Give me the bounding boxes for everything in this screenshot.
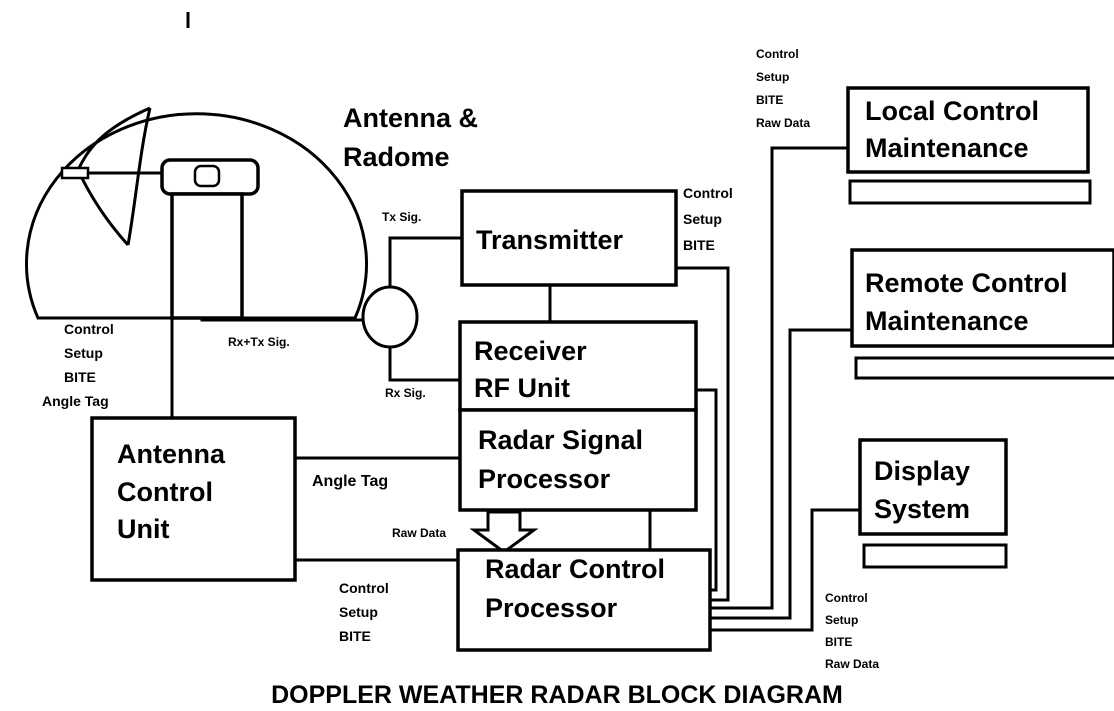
tx-line	[388, 236, 462, 288]
acu-label-2: Control	[117, 477, 213, 507]
antenna-radome	[25, 12, 368, 320]
local-ctrl-4: Raw Data	[756, 116, 810, 130]
tx-ctrl-1: Control	[683, 185, 733, 201]
remote-control-bar	[854, 356, 1114, 380]
rx-tx-line	[200, 318, 362, 322]
receiver-box	[458, 320, 698, 412]
receiver-label-1: Receiver	[474, 336, 587, 366]
local-control-bar	[848, 179, 1092, 205]
display-ctrl-3: BITE	[825, 635, 852, 649]
signal-processor-box	[458, 408, 698, 512]
local-ctrl-1: Control	[756, 47, 799, 61]
acu-label-1: Antenna	[117, 439, 226, 469]
local-ctrl-3: BITE	[756, 93, 783, 107]
tx-ctrl-3: BITE	[683, 237, 715, 253]
circulator-icon	[361, 285, 419, 349]
display-box	[858, 438, 1008, 536]
feed-horn-icon	[60, 166, 90, 180]
acu-label-3: Unit	[117, 514, 169, 544]
antenna-label-2: Radome	[343, 142, 450, 172]
local-ctrl-2: Setup	[756, 70, 789, 84]
rsp-label-2: Processor	[478, 464, 611, 494]
antenna-label-1: Antenna &	[343, 103, 478, 133]
rsp-label-1: Radar Signal	[478, 425, 643, 455]
remote-control-box	[850, 248, 1114, 348]
acu-rcp-ctrl-3: BITE	[339, 628, 371, 644]
display-bar	[862, 543, 1008, 569]
raw-data-label: Raw Data	[392, 526, 446, 540]
display-label-2: System	[874, 494, 970, 524]
pedestal-column	[170, 192, 244, 320]
diagram-title: DOPPLER WEATHER RADAR BLOCK DIAGRAM	[271, 681, 843, 709]
local-label-2: Maintenance	[865, 133, 1029, 163]
rcp-label-1: Radar Control	[485, 554, 665, 584]
tx-ctrl-2: Setup	[683, 211, 722, 227]
ant-ctrl-3: BITE	[64, 369, 96, 385]
antenna-dish-back	[126, 107, 152, 246]
ant-ctrl-4: Angle Tag	[42, 393, 109, 409]
display-ctrl-1: Control	[825, 591, 868, 605]
pedestal-drive-icon	[193, 164, 221, 188]
acu-rcp-ctrl-2: Setup	[339, 604, 378, 620]
rx-rcp-line	[696, 388, 718, 592]
remote-label-1: Remote Control	[865, 268, 1068, 298]
raw-data-arrow-icon	[469, 510, 539, 554]
control-processor-box	[456, 548, 712, 652]
tx-sig-label: Tx Sig.	[382, 210, 421, 224]
angle-tag-label: Angle Tag	[312, 473, 388, 490]
radome-dome	[25, 112, 368, 320]
local-label-1: Local Control	[865, 96, 1039, 126]
antenna-control-box	[90, 416, 297, 582]
transmitter-label: Transmitter	[476, 225, 624, 255]
rcp-remote-line	[710, 328, 852, 620]
rx-tx-sig-label: Rx+Tx Sig.	[228, 335, 290, 349]
rx-sig-label: Rx Sig.	[385, 386, 426, 400]
ant-ctrl-2: Setup	[64, 345, 103, 361]
local-control-box	[846, 86, 1090, 174]
transmitter-box	[460, 189, 678, 287]
rcp-display-line	[710, 508, 860, 632]
display-ctrl-4: Raw Data	[825, 657, 879, 671]
rcp-label-2: Processor	[485, 593, 618, 623]
rx-line	[388, 345, 460, 382]
display-ctrl-2: Setup	[825, 613, 858, 627]
remote-label-2: Maintenance	[865, 306, 1029, 336]
tx-rcp-line	[676, 266, 730, 602]
ant-ctrl-1: Control	[64, 321, 114, 337]
acu-rcp-ctrl-1: Control	[339, 580, 389, 596]
receiver-label-2: RF Unit	[474, 373, 570, 403]
display-label-1: Display	[874, 456, 970, 486]
connections	[170, 146, 860, 632]
rcp-local-line	[710, 146, 848, 610]
